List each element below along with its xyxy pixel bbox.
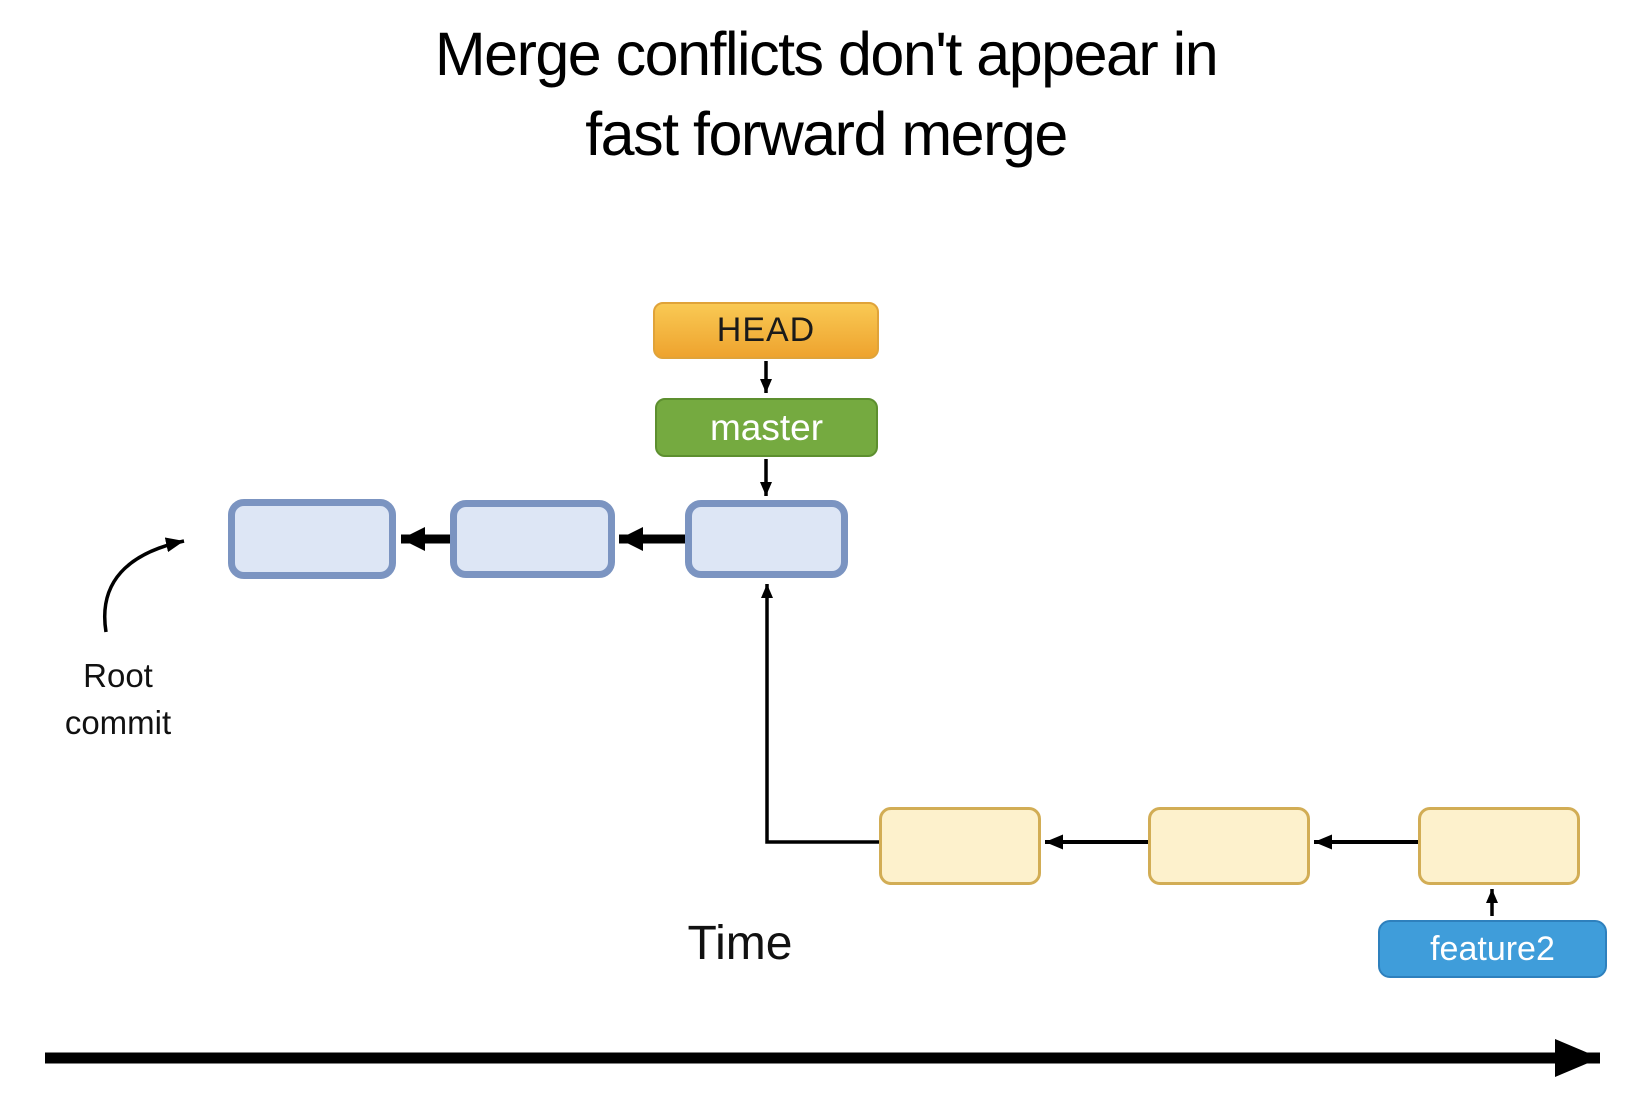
feature-commit-node-1	[879, 807, 1041, 885]
master-branch-label: master	[709, 406, 824, 448]
feature-branch-to-master-arrow	[761, 584, 879, 844]
head-badge-label: HEAD	[716, 311, 816, 349]
feature-commit-node-2	[1148, 807, 1310, 885]
title-line2: fast forward merge	[585, 100, 1068, 168]
feature2-branch-label: feature2	[1430, 929, 1555, 968]
title-line1: Merge conflicts don't appear in	[434, 20, 1219, 88]
root-commit-line1: Root	[83, 657, 153, 694]
root-commit-pointer-arrow	[103, 537, 185, 633]
master-commit-node-1	[228, 499, 396, 579]
root-commit-annotation: Root commit	[28, 652, 208, 746]
head-badge: HEAD	[653, 302, 879, 359]
time-axis-label-text: Time	[687, 917, 793, 970]
master-commit-node-2	[450, 500, 615, 578]
feature2-branch-badge: feature2	[1378, 920, 1607, 978]
master-commit-node-3	[685, 500, 848, 578]
feature-commit-node-3	[1418, 807, 1580, 885]
time-axis-label: Time	[635, 916, 845, 971]
root-commit-line2: commit	[64, 704, 172, 741]
master-branch-badge: master	[655, 398, 878, 457]
diagram-title: Merge conflicts don't appear in fast forw…	[0, 14, 1652, 174]
